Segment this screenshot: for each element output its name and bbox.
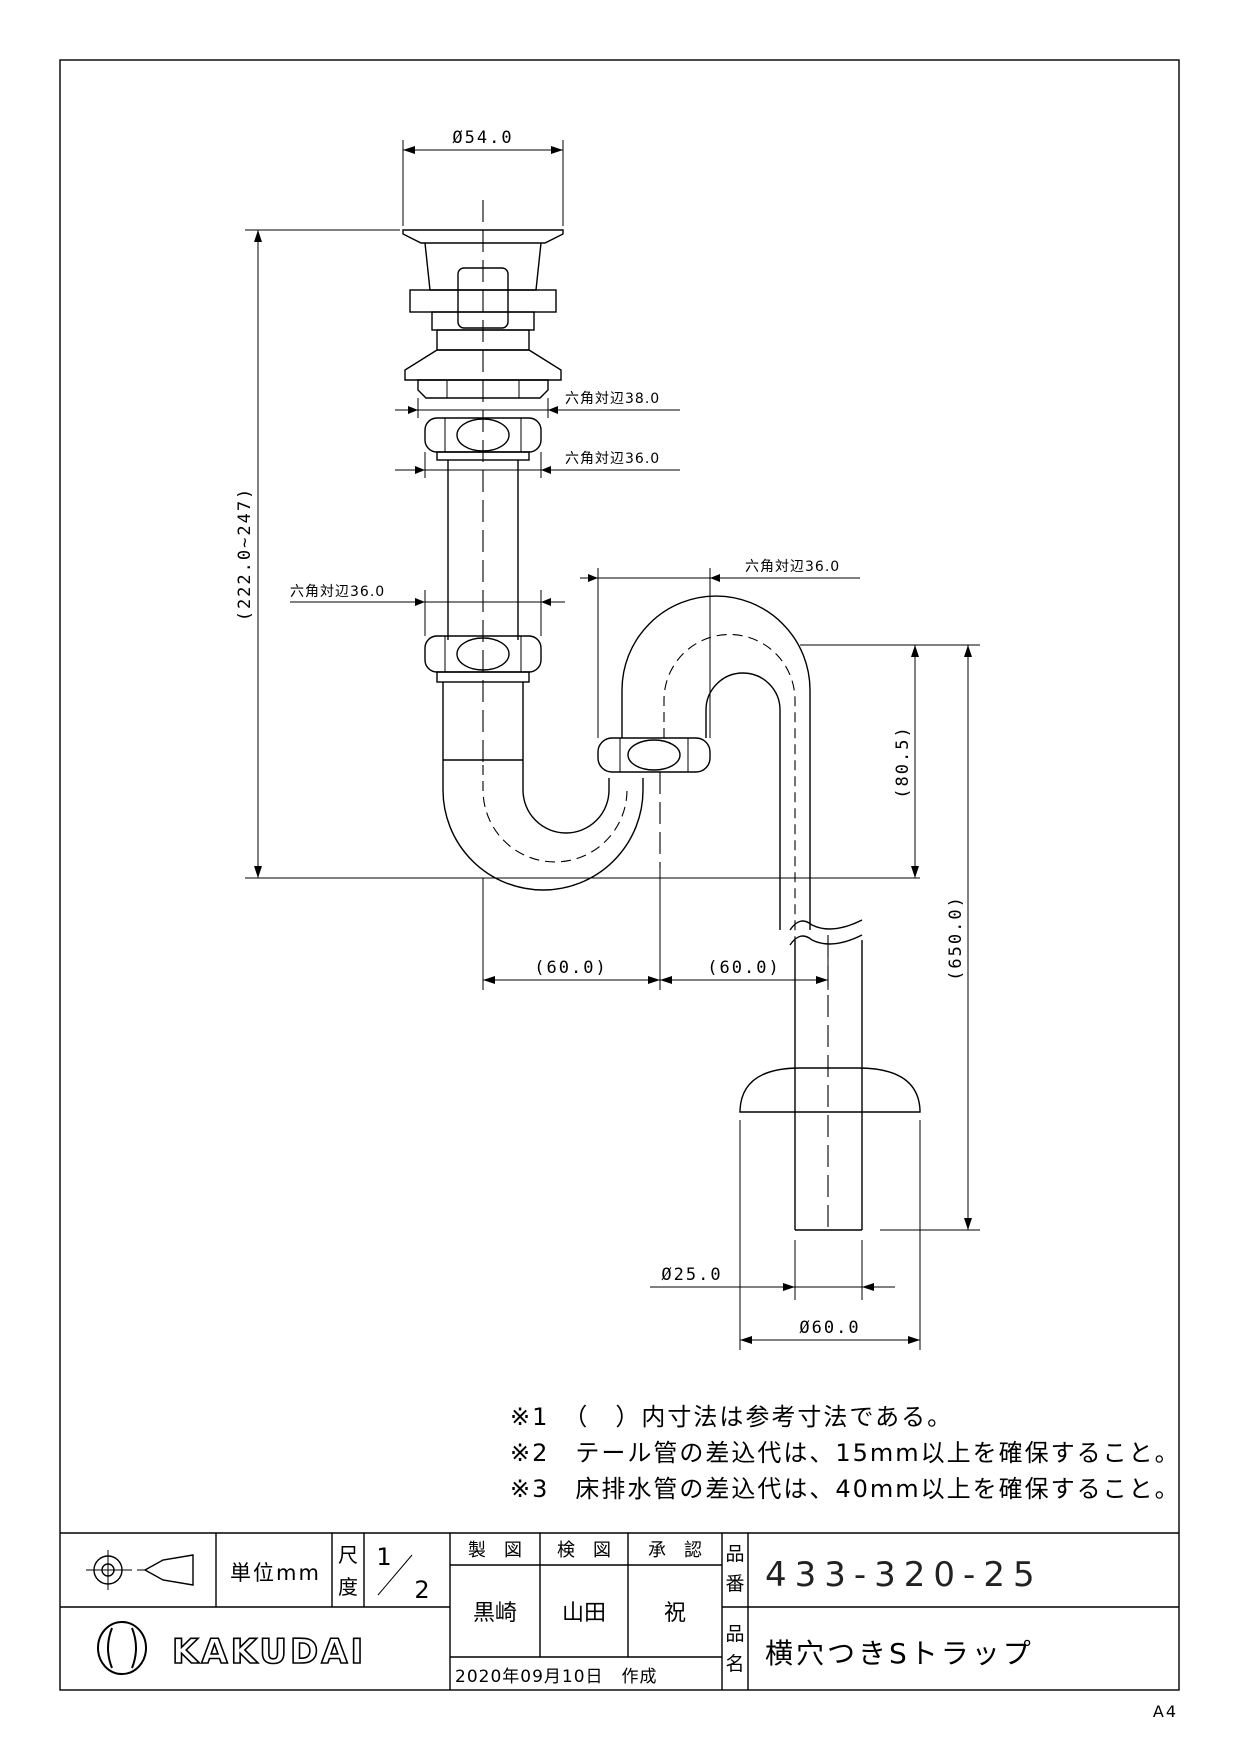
approved-by: 祝 [664, 1601, 686, 1626]
dim-trap-rise: (80.5) [893, 725, 913, 798]
scale-denominator: 2 [414, 1576, 429, 1604]
dim-total-drop: (650.0) [946, 895, 966, 981]
drawing-border [59, 59, 1180, 1691]
date-created: 2020年09月10日 作成 [455, 1667, 658, 1687]
paper-size: A4 [1153, 1702, 1178, 1721]
checked-label: 検 図 [557, 1540, 611, 1561]
cone-washer [404, 349, 562, 381]
note-1: ※1 （ ）内寸法は参考寸法である。 [510, 1403, 953, 1431]
dim-hex-38: 六角対辺38.0 [565, 391, 660, 407]
u-bend-outer [442, 760, 644, 891]
part-name-label-bottom: 名 [725, 1653, 744, 1675]
floor-cover [739, 1067, 921, 1113]
dim-flange-diameter: Ø54.0 [452, 128, 513, 148]
scale-label-bottom: 度 [338, 1575, 358, 1599]
scale-label-top: 尺 [338, 1543, 358, 1567]
upper-bend-outer [621, 595, 811, 930]
drawn-label: 製 図 [468, 1540, 522, 1561]
hex-nut-36-bend [597, 737, 711, 773]
part-name: 横穴つきSトラップ [765, 1637, 1034, 1670]
part-number: 433-320-25 [765, 1555, 1043, 1595]
dimension-lines [245, 140, 980, 1350]
unit-label: 単位mm [230, 1561, 321, 1585]
part-no-label-top: 品 [725, 1543, 744, 1565]
title-block: 単位mm 尺 度 1 2 製 図 検 図 承 認 黒崎 山田 祝 2020年09… [60, 1532, 1179, 1690]
dim-pipe-diameter: Ø25.0 [661, 1265, 722, 1285]
dim-hex-36-upper: 六角対辺36.0 [565, 451, 660, 467]
dim-cover-diameter: Ø60.0 [799, 1318, 860, 1338]
drawn-by: 黒崎 [473, 1601, 517, 1626]
kakudai-logo: KAKUDAI [97, 1621, 366, 1675]
part-no-label-bottom: 番 [725, 1573, 744, 1595]
dim-total-height: (222.0~247) [235, 487, 255, 622]
flange [402, 229, 564, 244]
dim-offset-left: (60.0) [534, 958, 607, 978]
dim-hex-36-left: 六角対辺36.0 [290, 584, 385, 600]
hex-nut-38 [417, 379, 549, 399]
dim-offset-right: (60.0) [707, 958, 780, 978]
checked-by: 山田 [562, 1601, 606, 1626]
note-3: ※3 床排水管の差込代は、40mm以上を確保すること。 [510, 1475, 1181, 1503]
part-name-label-top: 品 [725, 1623, 744, 1645]
third-angle-projection-icon [86, 1550, 194, 1590]
notes: ※1 （ ）内寸法は参考寸法である。 ※2 テール管の差込代は、15mm以上を確… [510, 1403, 1181, 1503]
approved-label: 承 認 [648, 1540, 702, 1561]
dim-hex-36-right: 六角対辺36.0 [745, 559, 840, 575]
brand-name: KAKUDAI [172, 1632, 366, 1672]
s-trap-drawing [402, 200, 921, 1231]
scale-numerator: 1 [376, 1543, 391, 1571]
note-2: ※2 テール管の差込代は、15mm以上を確保すること。 [510, 1439, 1181, 1467]
